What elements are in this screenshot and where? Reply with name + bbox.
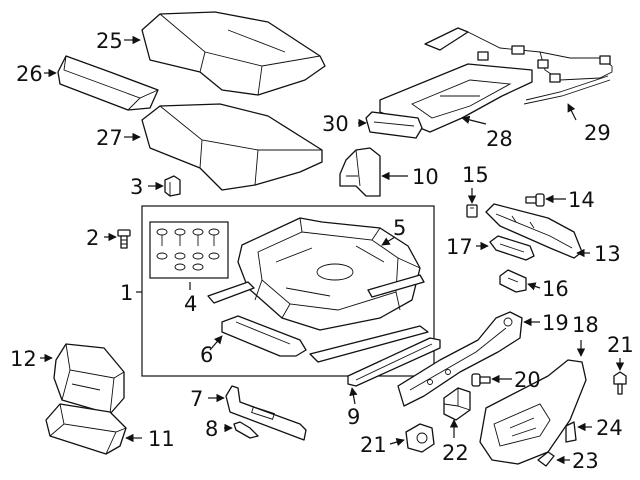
part-21-pin — [613, 371, 627, 395]
part-15-clip — [466, 204, 478, 218]
callout-13: 13 — [594, 242, 621, 266]
part-5-seat-frame — [237, 217, 421, 331]
callout-4: 4 — [184, 292, 197, 316]
callout-19: 19 — [542, 311, 569, 335]
callout-25: 25 — [96, 29, 123, 53]
part-2-screw — [117, 229, 131, 249]
callout-17: 17 — [446, 235, 473, 259]
part-27-seat-foam — [141, 103, 323, 191]
part-14-bolt — [525, 193, 545, 207]
part-11-lower-tray — [45, 403, 127, 455]
callout-1: 1 — [120, 281, 133, 305]
part-6-lower-plate — [221, 315, 307, 357]
leader-lines — [40, 35, 625, 465]
callout-15: 15 — [462, 163, 489, 187]
part-21-actuator — [405, 423, 435, 453]
callout-12: 12 — [10, 347, 37, 371]
callout-8: 8 — [205, 417, 218, 441]
callout-23: 23 — [572, 449, 599, 473]
callout-21-right: 21 — [607, 333, 634, 357]
callout-18: 18 — [572, 313, 599, 337]
callout-29: 29 — [584, 121, 611, 145]
callout-6: 6 — [200, 343, 213, 367]
callout-14: 14 — [568, 188, 595, 212]
part-18-side-trim — [479, 359, 587, 465]
part-20-bolt — [471, 373, 491, 387]
part-19-side-bracket — [397, 311, 523, 407]
callout-3: 3 — [130, 175, 143, 199]
callout-20: 20 — [514, 368, 541, 392]
part-26-bolster-pad — [57, 55, 159, 111]
callout-9: 9 — [347, 405, 360, 429]
assembly-frame-1 — [141, 205, 435, 377]
callout-26: 26 — [16, 62, 43, 86]
part-29-wiring-harness — [424, 27, 613, 105]
part-30-pad — [365, 111, 423, 139]
part-25-seat-cover — [141, 11, 326, 96]
callout-10: 10 — [412, 165, 439, 189]
callout-24: 24 — [596, 416, 623, 440]
part-3-clip — [164, 175, 181, 197]
callout-16: 16 — [542, 277, 569, 301]
callout-labels: 25 26 27 3 2 1 4 5 6 10 9 7 8 11 12 13 1… — [10, 29, 634, 473]
callout-5: 5 — [393, 216, 406, 240]
part-16-clip — [499, 269, 527, 293]
callout-11: 11 — [148, 427, 175, 451]
callout-28: 28 — [486, 127, 513, 151]
part-4-fastener-set — [149, 221, 229, 279]
part-10-bracket — [339, 147, 381, 197]
callout-30: 30 — [322, 112, 349, 136]
part-22-motor — [443, 387, 471, 421]
callout-2: 2 — [86, 226, 99, 250]
callout-21-left: 21 — [360, 433, 387, 457]
part-8-clip — [233, 421, 259, 439]
callout-7: 7 — [190, 387, 203, 411]
part-seat-rails — [207, 274, 429, 363]
callout-22: 22 — [442, 441, 469, 465]
part-24-clip — [565, 421, 577, 443]
part-12-storage-tray — [53, 343, 125, 415]
part-23-cap — [537, 451, 555, 467]
part-7-trim-strip — [225, 385, 307, 441]
callout-27: 27 — [96, 126, 123, 150]
part-9-outer-rail — [347, 337, 441, 387]
part-17-bracket — [489, 235, 535, 261]
